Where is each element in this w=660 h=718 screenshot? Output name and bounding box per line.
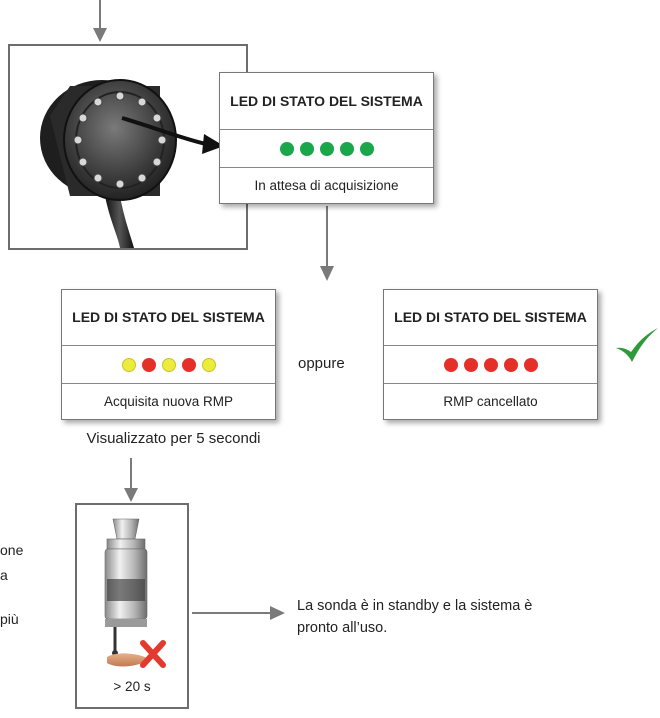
right-led-status-panel: LED DI STATO DEL SISTEMA RMP cancellato	[383, 289, 598, 420]
led-yellow	[201, 357, 216, 372]
cut-text-fragment: più	[0, 611, 19, 627]
panel-down-arrowhead	[320, 266, 334, 281]
duration-caption: Visualizzato per 5 secondi	[86, 430, 261, 447]
led-green	[339, 141, 354, 156]
panel-title: LED DI STATO DEL SISTEMA	[230, 92, 423, 109]
led-red	[523, 357, 538, 372]
panel-title: LED DI STATO DEL SISTEMA	[394, 309, 587, 325]
led-red	[503, 357, 518, 372]
cut-text-fragment: one	[0, 542, 24, 558]
oppure-label: oppure	[298, 355, 345, 372]
panel-status-text: Acquisita nuova RMP	[62, 383, 275, 419]
led-yellow	[161, 357, 176, 372]
probe-image-frame: > 20 s	[75, 503, 189, 709]
led-red	[181, 357, 196, 372]
led-row	[384, 345, 597, 383]
led-red	[443, 357, 458, 372]
led-green	[279, 141, 294, 156]
led-row	[220, 129, 433, 167]
led-green	[319, 141, 334, 156]
result-arrowhead	[270, 606, 285, 620]
caption-down-arrowhead	[124, 488, 138, 502]
led-green	[359, 141, 374, 156]
led-green	[299, 141, 314, 156]
cut-text-fragment: a	[0, 567, 8, 583]
panel-status-text: RMP cancellato	[384, 383, 597, 419]
led-red	[141, 357, 156, 372]
interface-unit-illustration	[40, 79, 224, 248]
panel-status-text: In attesa di acquisizione	[220, 167, 433, 203]
check-mark-icon	[616, 328, 658, 362]
probe-illustration	[104, 518, 166, 668]
led-red	[483, 357, 498, 372]
entry-arrowhead	[93, 28, 107, 42]
led-red	[463, 357, 478, 372]
probe-time-label: > 20 s	[113, 679, 151, 694]
interface-image-frame	[8, 44, 248, 250]
left-led-status-panel: LED DI STATO DEL SISTEMA Acquisita nuova…	[61, 289, 276, 420]
top-led-status-panel: LED DI STATO DEL SISTEMA In attesa di ac…	[219, 72, 434, 204]
led-row	[62, 345, 275, 383]
panel-title: LED DI STATO DEL SISTEMA	[72, 309, 265, 325]
cross-icon	[140, 640, 166, 668]
result-text: La sonda è in standby e la sistema è pro…	[297, 598, 533, 636]
led-yellow	[121, 357, 136, 372]
